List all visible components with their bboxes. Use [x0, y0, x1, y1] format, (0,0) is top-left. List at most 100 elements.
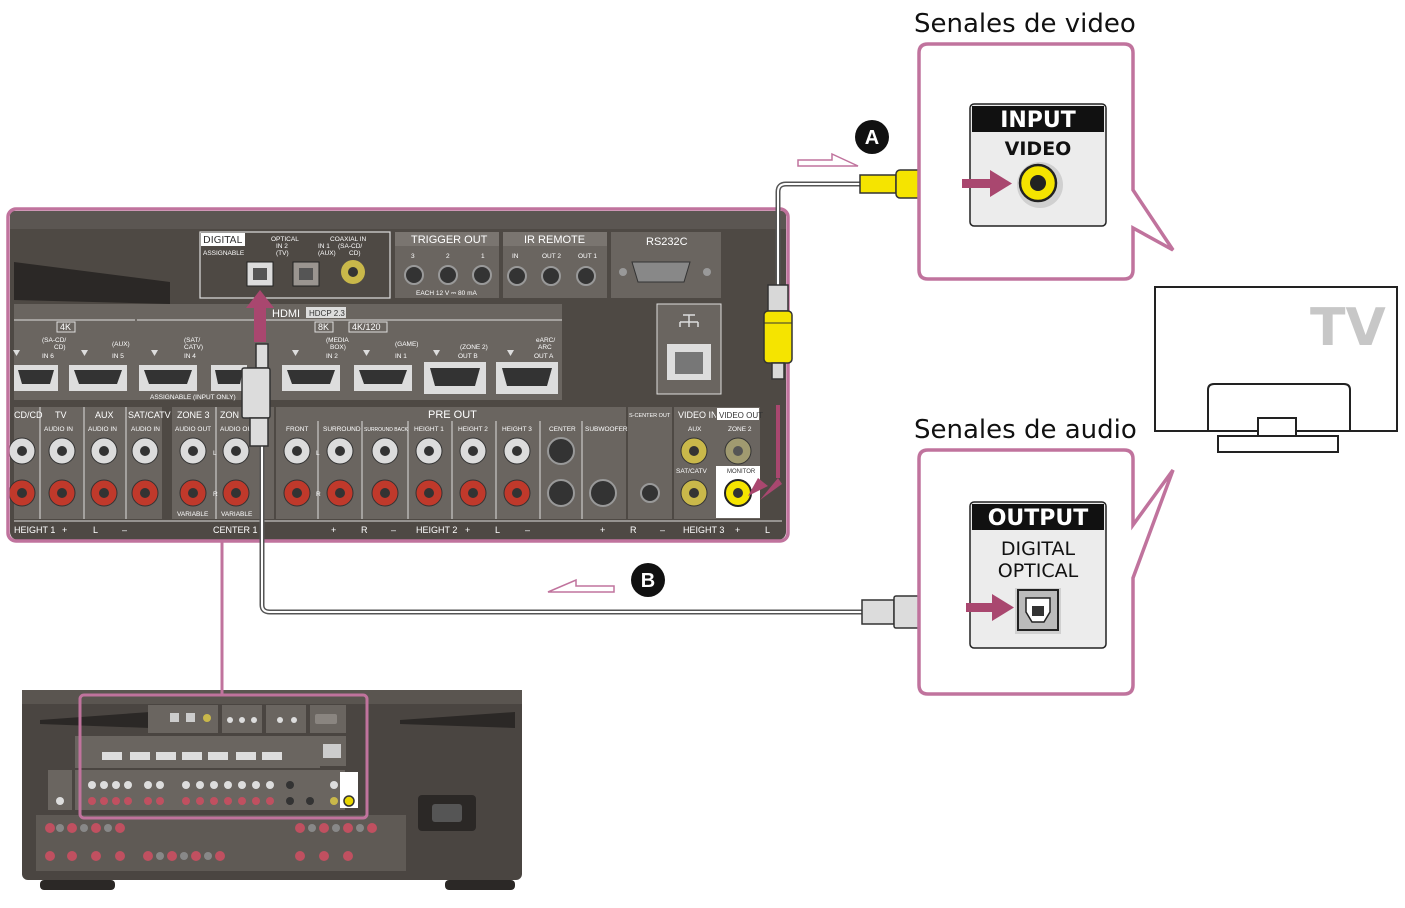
res-4k-label: 4K [60, 322, 71, 332]
ir-remote-label: IR REMOTE [524, 234, 585, 246]
ir-out2-label: OUT 2 [542, 253, 561, 260]
zone2-audio-out-label: AUDIO OUT [220, 426, 256, 433]
hdmi-in2-top: (MEDIA [326, 337, 349, 344]
tv-col-label: TV [55, 410, 67, 420]
pre-out-label: PRE OUT [428, 409, 477, 421]
video-callout: Senales de video INPUT VIDEO [914, 9, 1175, 281]
hdmi-in6-label: IN 6 [42, 353, 54, 360]
zone3-l-label: L [213, 450, 217, 457]
assignable-input-label: ASSIGNABLE (INPUT ONLY) [150, 394, 236, 401]
bottom-height2-label: HEIGHT 2 [416, 525, 457, 535]
assignable-label: ASSIGNABLE [203, 250, 245, 257]
bottom-r-4: R [630, 525, 637, 535]
aux-col-label: AUX [95, 410, 114, 420]
zone2-partial-label: ZON [220, 410, 239, 420]
front-label: FRONT [286, 426, 308, 433]
bottom-l-5: L [765, 525, 770, 535]
subwoofer-label: SUBWOOFER [585, 426, 628, 433]
bottom-minus-1: – [122, 525, 127, 535]
hdmi-in4-label: IN 4 [184, 353, 196, 360]
bottom-l-3: L [495, 525, 500, 535]
receiver-overview [22, 690, 522, 890]
marker-a [855, 120, 889, 154]
hdmi-in5-label: IN 5 [112, 353, 124, 360]
coax-aux-label: (AUX) [318, 250, 336, 257]
coaxial-in-label: COAXIAL IN [330, 236, 367, 243]
hdmi-outa-label: OUT A [534, 353, 554, 360]
input-video-label: VIDEO [1005, 138, 1072, 160]
bottom-l-1: L [93, 525, 98, 535]
surround-label: SURROUND [323, 426, 361, 433]
zone3-label: ZONE 3 [177, 410, 210, 420]
zoom-highlight [6, 207, 790, 543]
trigger-2-label: 2 [446, 253, 450, 260]
bottom-plus-1: + [62, 525, 67, 535]
ir-in-label: IN [512, 253, 519, 260]
video-out-zone2-label: ZONE 2 [728, 426, 752, 433]
bottom-plus-3: + [465, 525, 470, 535]
height2-label: HEIGHT 2 [458, 426, 488, 433]
optical-in2-label: IN 2 [276, 243, 288, 250]
bottom-height3-label: HEIGHT 3 [683, 525, 724, 535]
video-out-label: VIDEO OUT [719, 411, 763, 420]
s-center-out-label: S-CENTER OUT [629, 413, 671, 419]
bottom-height1-label: HEIGHT 1 [14, 525, 55, 535]
height1-label: HEIGHT 1 [414, 426, 444, 433]
coax-cd-label: CD) [349, 250, 361, 257]
receiver-zoom-panel: DIGITAL ASSIGNABLE OPTICAL IN 2 (TV) COA… [6, 207, 790, 543]
output-header: OUTPUT [988, 506, 1089, 531]
hdmi-in6-top: (SA-CD/ [42, 337, 66, 344]
hdmi-in2-mid: BOX) [330, 344, 346, 351]
bottom-minus-2: – [391, 525, 396, 535]
video-in-sat-label: SAT/CATV [676, 468, 707, 475]
audio-callout-title: Senales de audio [914, 415, 1137, 445]
input-header: INPUT [1000, 108, 1076, 133]
bottom-minus-3: – [525, 525, 530, 535]
cdcd-col-label: CD/CD [14, 410, 43, 420]
trigger-out-label: TRIGGER OUT [411, 234, 488, 246]
hdmi-in5-top: (AUX) [112, 341, 130, 348]
tv-label: TV [1310, 298, 1386, 358]
video-in-label: VIDEO IN [678, 410, 718, 420]
tv-device: TV [1154, 286, 1398, 453]
front-l-label: L [316, 450, 320, 457]
bottom-plus-5: + [735, 525, 740, 535]
monitor-label: MONITOR [727, 469, 756, 475]
tv-audio-in-label: AUDIO IN [44, 426, 73, 433]
ir-out1-label: OUT 1 [578, 253, 597, 260]
video-callout-title: Senales de video [914, 9, 1136, 39]
height3-label: HEIGHT 3 [502, 426, 532, 433]
digital-label: DIGITAL [203, 235, 243, 246]
optical-label: OPTICAL [271, 236, 299, 243]
bottom-plus-4: + [600, 525, 605, 535]
trigger-note: EACH 12 V ⎓ 80 mA [416, 290, 477, 297]
surround-back-label: SURROUND BACK [364, 427, 409, 433]
marker-b [631, 563, 665, 597]
direction-arrow-a [797, 152, 859, 167]
aux-audio-in-label: AUDIO IN [88, 426, 117, 433]
hdcp-label: HDCP 2.3 [309, 309, 345, 318]
hdmi-in1-top: (GAME) [395, 341, 418, 348]
center-label: CENTER [549, 426, 576, 433]
output-optical-label: OPTICAL [998, 560, 1079, 582]
trigger-3-label: 3 [411, 253, 415, 260]
hdmi-in4-mid: CATV) [184, 344, 203, 351]
zone2-variable-label: VARIABLE [221, 511, 253, 518]
res-4k120-label: 4K/120 [352, 322, 381, 332]
optical-tv-label: (TV) [276, 250, 289, 257]
rs232c-label: RS232C [646, 236, 688, 248]
trigger-1-label: 1 [481, 253, 485, 260]
hdmi-label: HDMI [272, 308, 300, 320]
satcatv-col-label: SAT/CATV [128, 410, 171, 420]
bottom-center1-label: CENTER 1 [213, 525, 258, 535]
rca-jacks [8, 437, 752, 507]
hdmi-outa-top: eARC/ [536, 337, 555, 344]
hdmi-outb-label: OUT B [458, 353, 478, 360]
output-digital-label: DIGITAL [1001, 538, 1076, 560]
coax-in1-label: IN 1 [318, 243, 330, 250]
hdmi-in6-mid: CD) [54, 344, 66, 351]
zone3-audio-out-label: AUDIO OUT [175, 426, 211, 433]
hdmi-outb-top: (ZONE 2) [460, 344, 488, 351]
marker-a-label: A [865, 127, 879, 149]
